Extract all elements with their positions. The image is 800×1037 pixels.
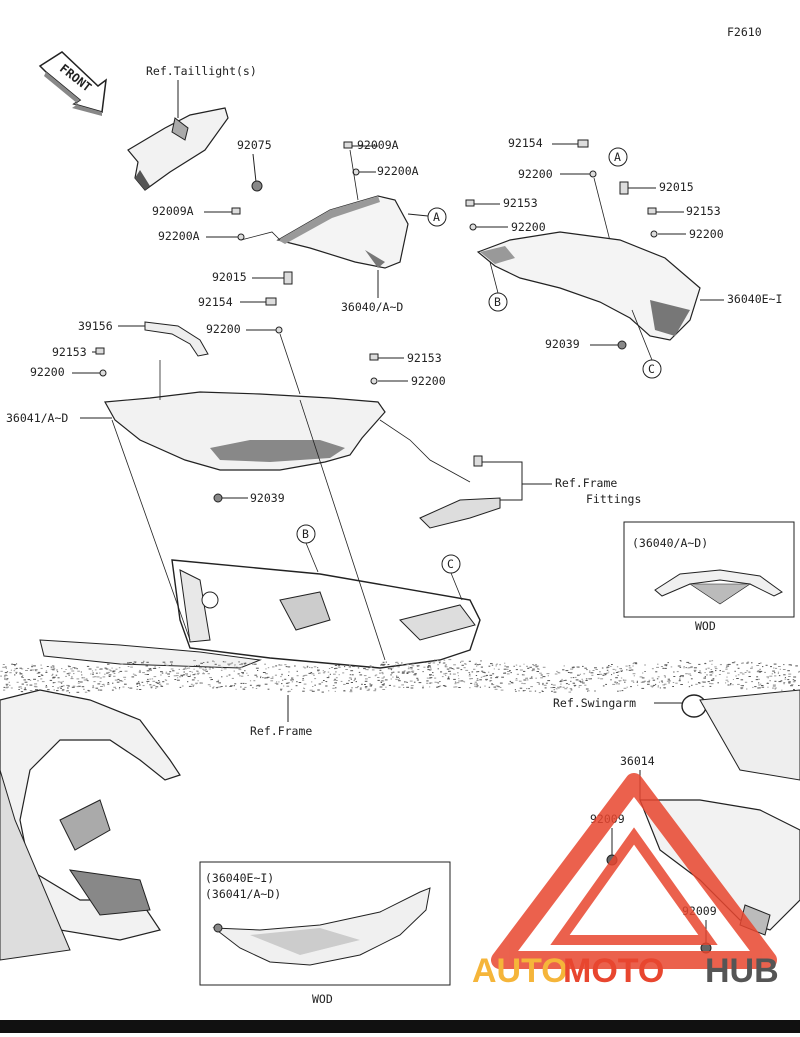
watermark-logo-icon	[491, 773, 777, 969]
watermark-auto: AUTO	[472, 952, 568, 990]
figure-code: F2610	[727, 25, 762, 39]
ref-frame-label: Ref.Frame	[250, 724, 312, 738]
label-92039-left: 92039	[250, 491, 285, 505]
callout-a-right: A	[614, 150, 621, 164]
label-92153-center: 92153	[407, 351, 442, 365]
side-cover-36040ei	[476, 231, 701, 341]
label-92200-center: 92200	[411, 374, 446, 388]
label-36040-ei: 36040E~I	[727, 292, 782, 306]
callout-c-right: C	[648, 362, 655, 376]
label-92015-mid: 92015	[212, 270, 247, 284]
callout-b-frame: B	[302, 527, 309, 541]
label-92153-left: 92153	[52, 345, 87, 359]
watermark-moto: MOTO	[563, 952, 664, 990]
inset-bottom-caption: WOD	[312, 992, 333, 1006]
bottom-bar	[0, 1020, 800, 1033]
callout-c-frame: C	[447, 557, 454, 571]
label-92200-right2: 92200	[511, 220, 546, 234]
label-92153-right2: 92153	[686, 204, 721, 218]
label-92009a-top: 92009A	[357, 138, 399, 152]
inset-top-title: (36040/A~D)	[632, 536, 708, 550]
label-92154-mid: 92154	[198, 295, 233, 309]
callout-b-right: B	[494, 295, 501, 309]
label-92200-left: 92200	[30, 365, 65, 379]
label-92039-right: 92039	[545, 337, 580, 351]
lower-rear-body	[0, 689, 181, 961]
watermark-hub: HUB	[705, 952, 779, 990]
label-92200-right3: 92200	[689, 227, 724, 241]
label-92200-right1: 92200	[518, 167, 553, 181]
label-92200-mid: 92200	[206, 322, 241, 336]
frame-fitting-bracket	[419, 455, 501, 529]
taillight-part	[127, 107, 229, 191]
watermark-text: AUTO MOTO HUB	[472, 952, 779, 990]
ref-swingarm-label: Ref.Swingarm	[553, 696, 636, 710]
seat-cover-36040	[276, 195, 409, 269]
label-92153-right1: 92153	[503, 196, 538, 210]
side-cover-36041	[104, 391, 386, 471]
ref-frame-fittings-label-1: Ref.Frame	[555, 476, 617, 490]
ref-taillight-label: Ref.Taillight(s)	[146, 64, 257, 78]
rear-frame	[39, 559, 481, 669]
front-arrow-icon: FRONT	[38, 51, 107, 116]
ref-frame-fittings-label-2: Fittings	[586, 492, 641, 506]
label-92009a-left: 92009A	[152, 204, 194, 218]
label-92200a-left: 92200A	[158, 229, 200, 243]
label-36040-ad: 36040/A~D	[341, 300, 403, 314]
label-39156: 39156	[78, 319, 113, 333]
label-92200a-top: 92200A	[377, 164, 419, 178]
label-92015-right: 92015	[659, 180, 694, 194]
label-36014: 36014	[620, 754, 655, 768]
inset-bottom-line1: (36040E~I)	[205, 871, 274, 885]
section-break-band	[0, 659, 800, 694]
inset-36040ad: (36040/A~D) WOD	[623, 521, 795, 633]
inset-36040ei-36041ad: (36040E~I) (36041/A~D) WOD	[199, 861, 451, 1006]
label-36041-ad: 36041/A~D	[6, 411, 68, 425]
inset-bottom-line2: (36041/A~D)	[205, 887, 281, 901]
label-92154-right: 92154	[508, 136, 543, 150]
label-92075: 92075	[237, 138, 272, 152]
callout-a-top: A	[433, 210, 440, 224]
inset-top-caption: WOD	[695, 619, 716, 633]
